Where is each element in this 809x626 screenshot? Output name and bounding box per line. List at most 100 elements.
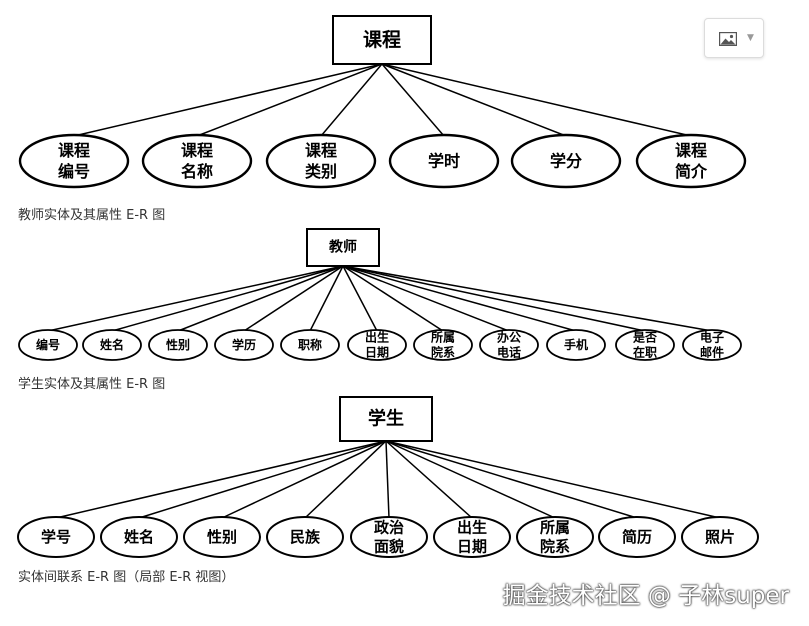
teacher-attribute-ellipse bbox=[413, 329, 473, 361]
course-attribute-ellipse bbox=[141, 133, 253, 189]
teacher-attribute-ellipse bbox=[615, 329, 675, 361]
teacher-connector-line bbox=[111, 265, 344, 332]
student-connector-line bbox=[55, 440, 387, 519]
teacher-entity-box bbox=[306, 228, 380, 267]
student-attribute: 民族 bbox=[266, 516, 344, 558]
teacher-attribute-ellipse bbox=[682, 329, 742, 361]
course-er-diagram: 课程课程编号课程名称课程类别学时学分课程简介 bbox=[18, 15, 747, 189]
course-attribute-label: 简介 bbox=[675, 162, 708, 181]
teacher-attribute-ellipse bbox=[214, 329, 274, 361]
course-connector-line bbox=[73, 63, 383, 137]
teacher-connector-line bbox=[243, 265, 344, 332]
student-connector-line bbox=[221, 440, 387, 519]
student-attribute-label: 照片 bbox=[705, 528, 735, 546]
teacher-attribute: 职称 bbox=[280, 329, 340, 361]
image-options-button[interactable]: ▼ bbox=[704, 18, 764, 58]
student-er-caption: 学生实体及其属性 E-R 图 bbox=[18, 377, 166, 392]
student-attribute-label: 性别 bbox=[207, 528, 237, 546]
student-attribute-ellipse bbox=[681, 516, 759, 558]
teacher-attribute-ellipse bbox=[347, 329, 407, 361]
teacher-er-diagram: 教师编号姓名性别学历职称出生日期所属院系办公电话手机是否在职电子邮件 bbox=[18, 228, 742, 361]
course-attribute-ellipse bbox=[388, 133, 500, 189]
teacher-connector-line bbox=[342, 265, 713, 332]
teacher-attribute-label: 学历 bbox=[232, 337, 256, 352]
student-attribute: 学号 bbox=[17, 516, 95, 558]
student-connector-line bbox=[385, 440, 556, 519]
course-attribute: 学时 bbox=[388, 133, 500, 189]
student-attribute-label: 简历 bbox=[622, 528, 652, 546]
student-attribute-label: 学号 bbox=[41, 528, 71, 546]
teacher-attribute-ellipse bbox=[148, 329, 208, 361]
student-attribute-label: 日期 bbox=[457, 538, 487, 556]
teacher-attribute-label: 在职 bbox=[633, 345, 657, 360]
student-attribute-label: 院系 bbox=[540, 538, 570, 556]
course-connector-line bbox=[381, 63, 445, 137]
teacher-attribute-label: 姓名 bbox=[100, 337, 124, 352]
teacher-attribute-ellipse bbox=[546, 329, 606, 361]
student-entity-box bbox=[339, 396, 433, 442]
course-attribute-ellipse bbox=[18, 133, 130, 189]
course-attribute-ellipse bbox=[635, 133, 747, 189]
chevron-down-icon: ▼ bbox=[747, 33, 754, 43]
teacher-attribute-label: 院系 bbox=[431, 345, 455, 360]
teacher-entity-label: 教师 bbox=[329, 239, 357, 256]
teacher-connector-line bbox=[342, 265, 510, 332]
student-connector-line bbox=[385, 440, 473, 519]
teacher-attribute-label: 邮件 bbox=[700, 345, 724, 360]
student-attribute-label: 面貌 bbox=[374, 538, 404, 556]
course-attribute-label: 课程 bbox=[305, 141, 337, 160]
student-attribute: 简历 bbox=[598, 516, 676, 558]
course-attribute-label: 课程 bbox=[181, 141, 213, 160]
teacher-attribute-ellipse bbox=[280, 329, 340, 361]
student-entity-label: 学生 bbox=[368, 408, 404, 430]
course-attribute-ellipse bbox=[510, 133, 622, 189]
teacher-attribute: 姓名 bbox=[82, 329, 142, 361]
relationship-er-caption: 实体间联系 E-R 图（局部 E-R 视图） bbox=[18, 570, 235, 585]
student-connector-line bbox=[138, 440, 387, 519]
student-connector-line bbox=[385, 440, 721, 519]
teacher-connector-line bbox=[47, 265, 344, 332]
teacher-connector-line bbox=[309, 265, 344, 332]
watermark: 掘金技术社区 @ 子林super bbox=[502, 583, 789, 609]
teacher-attribute-label: 出生 bbox=[365, 330, 389, 345]
course-entity-label: 课程 bbox=[363, 29, 401, 51]
course-connector-line bbox=[381, 63, 567, 137]
teacher-attribute-label: 电子 bbox=[700, 330, 724, 345]
student-attribute-label: 所属 bbox=[540, 519, 570, 537]
student-attribute: 性别 bbox=[183, 516, 261, 558]
student-attribute-ellipse bbox=[266, 516, 344, 558]
teacher-attribute: 编号 bbox=[18, 329, 78, 361]
teacher-er-caption: 教师实体及其属性 E-R 图 bbox=[18, 208, 166, 223]
student-attribute-ellipse bbox=[598, 516, 676, 558]
teacher-connector-line bbox=[342, 265, 378, 332]
teacher-attribute: 性别 bbox=[148, 329, 208, 361]
student-attribute-label: 政治 bbox=[374, 519, 404, 537]
teacher-attribute-label: 性别 bbox=[165, 337, 190, 352]
teacher-attribute: 手机 bbox=[546, 329, 606, 361]
course-connector-line bbox=[196, 63, 383, 137]
course-attribute: 学分 bbox=[510, 133, 622, 189]
student-attribute-label: 姓名 bbox=[124, 528, 154, 546]
teacher-attribute-ellipse bbox=[82, 329, 142, 361]
course-attribute-label: 学分 bbox=[550, 152, 582, 171]
student-attribute: 照片 bbox=[681, 516, 759, 558]
teacher-attribute-label: 职称 bbox=[298, 337, 322, 352]
student-attribute-ellipse bbox=[183, 516, 261, 558]
student-attribute-ellipse bbox=[100, 516, 178, 558]
teacher-connector-line bbox=[342, 265, 577, 332]
course-attribute-ellipse bbox=[265, 133, 377, 189]
teacher-attribute-label: 手机 bbox=[564, 337, 588, 352]
course-connector-line bbox=[381, 63, 692, 137]
student-connector-line bbox=[385, 440, 638, 519]
course-attribute-label: 课程 bbox=[675, 141, 707, 160]
teacher-connector-line bbox=[177, 265, 344, 332]
student-attribute-ellipse bbox=[350, 516, 428, 558]
course-attribute-label: 学时 bbox=[428, 152, 460, 171]
